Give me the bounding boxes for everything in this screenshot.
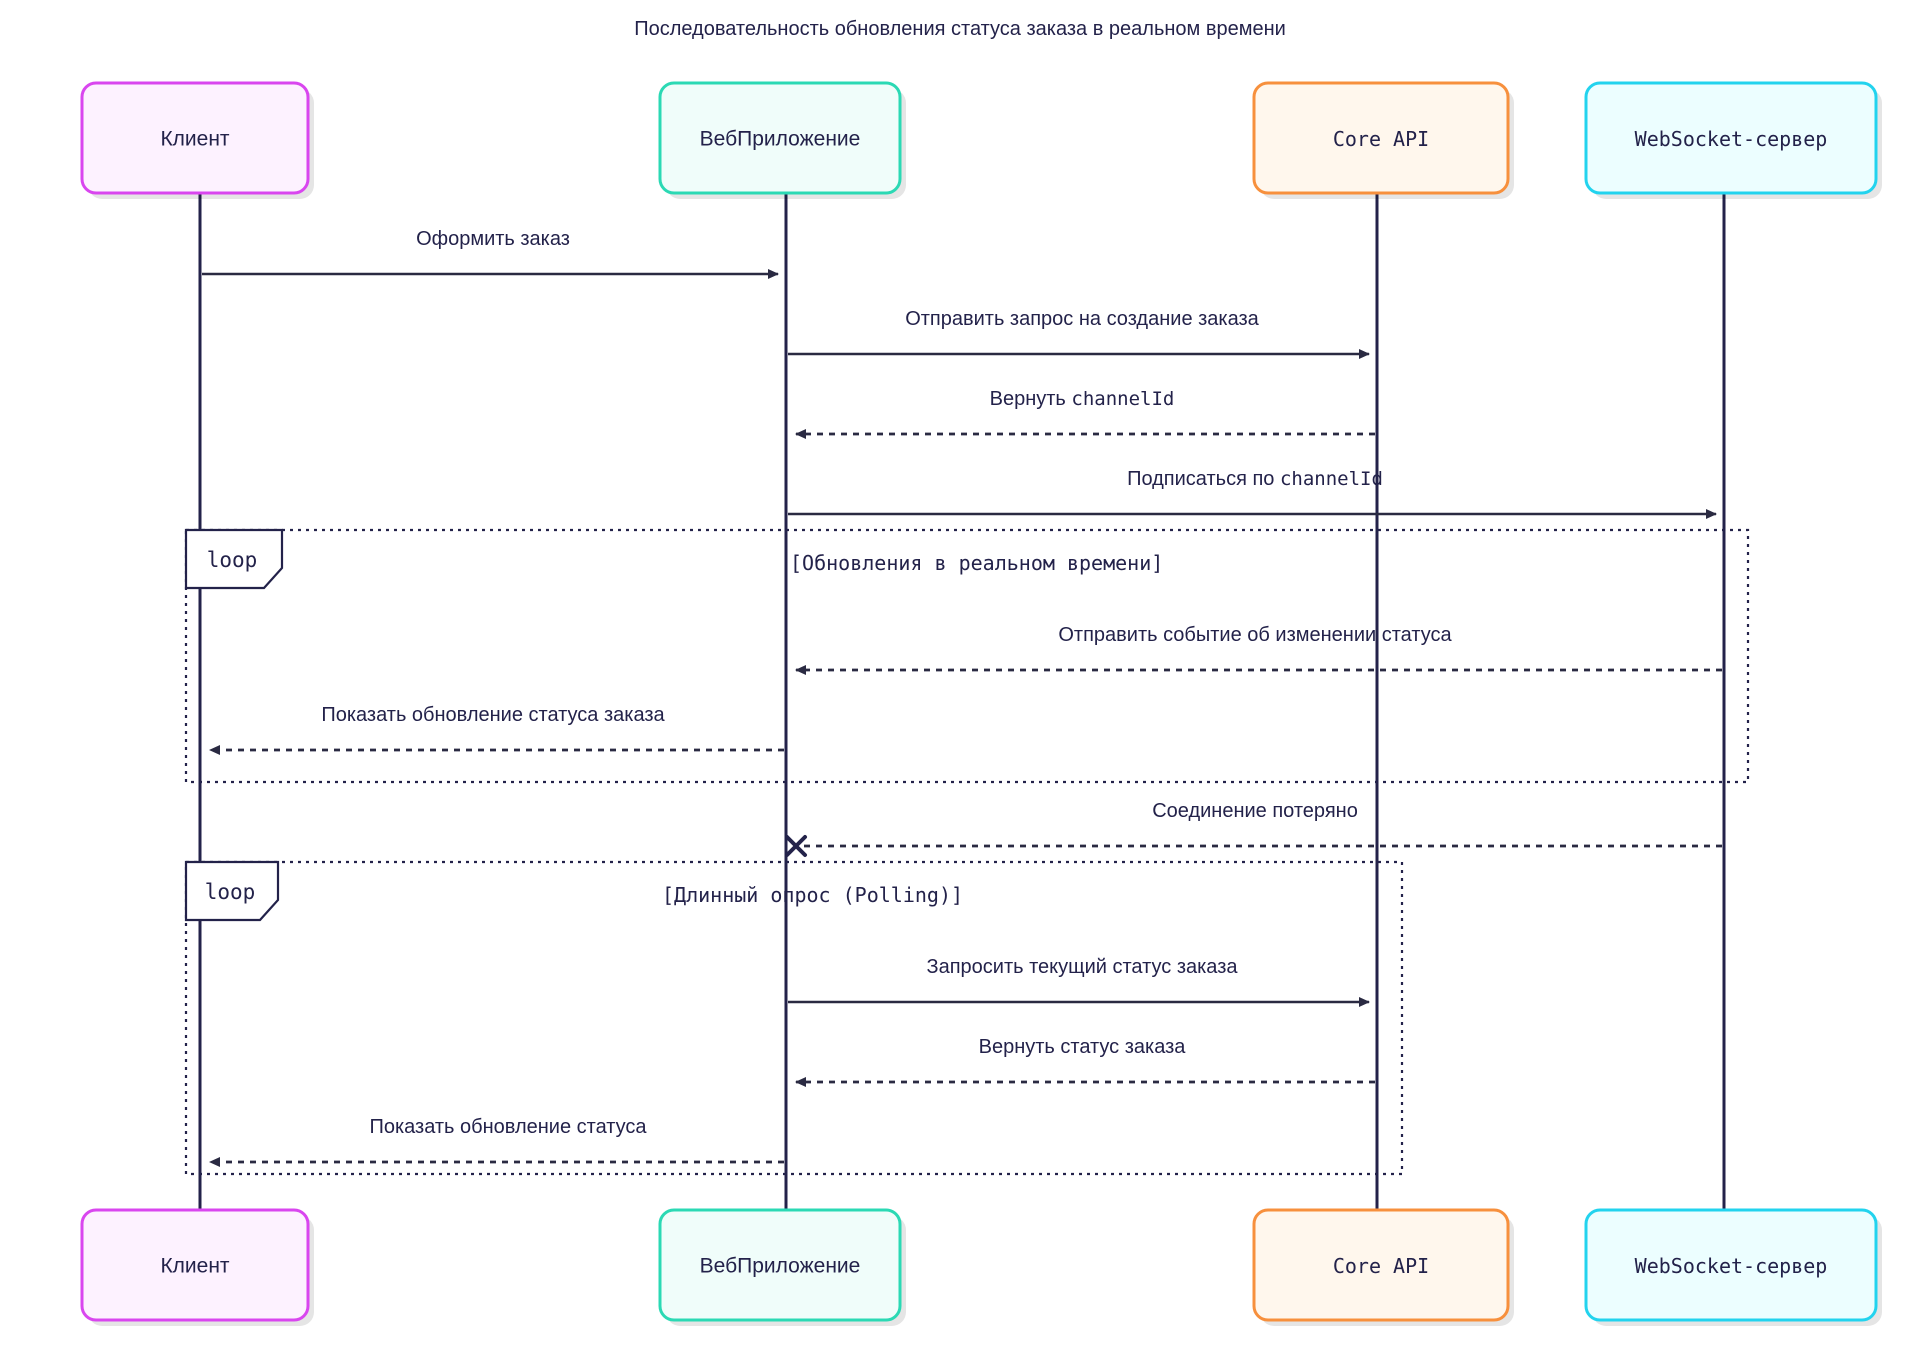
loop-condition-2: [Длинный опрос (Polling)]: [662, 883, 963, 907]
message-vernut-status: Вернуть статус заказа: [795, 1036, 1375, 1087]
message-label: Показать обновление статуса: [369, 1116, 647, 1138]
message-oformit-zakaz: Оформить заказ: [202, 228, 779, 279]
actor-label-coreapi: Core API: [1333, 1254, 1429, 1278]
message-label-text: Подписаться по: [1127, 468, 1280, 490]
message-label: Оформить заказ: [416, 228, 570, 250]
message-label: Вернуть статус заказа: [979, 1036, 1187, 1058]
actor-webapp-top[interactable]: ВебПриложение: [658, 81, 906, 199]
actor-label-coreapi: Core API: [1333, 127, 1429, 151]
message-label: Соединение потеряно: [1152, 800, 1358, 822]
message-label-code: channelId: [1071, 388, 1174, 410]
message-otpravit-zapros: Отправить запрос на создание заказа: [788, 308, 1370, 359]
actor-label-wsserver: WebSocket-сервер: [1635, 1254, 1828, 1278]
page-title: Последовательность обновления статуса за…: [634, 18, 1286, 40]
actor-client-top[interactable]: Клиент: [80, 81, 314, 199]
actor-client-bottom[interactable]: Клиент: [80, 1208, 314, 1326]
loop-block-realtime: loop [Обновления в реальном времени]: [184, 528, 1750, 784]
actor-coreapi-bottom[interactable]: Core API: [1252, 1208, 1514, 1326]
message-pokazat-obnovlenie: Показать обновление статуса: [209, 1116, 784, 1167]
message-label-code: channelId: [1280, 468, 1383, 490]
loop-keyword-2: loop: [205, 880, 256, 904]
actor-webapp-bottom[interactable]: ВебПриложение: [658, 1208, 906, 1326]
message-label: Запросить текущий статус заказа: [927, 956, 1239, 978]
lifelines: [198, 193, 1726, 1212]
loop-keyword-1: loop: [207, 548, 258, 572]
message-otpravit-sobytie: Отправить событие об изменении статуса: [795, 624, 1722, 675]
actor-wsserver-bottom[interactable]: WebSocket-сервер: [1584, 1208, 1882, 1326]
cross-icon: [785, 835, 807, 857]
message-label-text: Вернуть: [990, 388, 1072, 410]
message-vernut-channelid: Вернуть channelId: [795, 388, 1375, 439]
actor-label-client: Клиент: [160, 1255, 229, 1278]
actor-label-webapp: ВебПриложение: [700, 1255, 861, 1278]
message-soedinenie-poteryano: Соединение потеряно: [785, 800, 1722, 857]
actor-label-client: Клиент: [160, 128, 229, 151]
loop-condition-1: [Обновления в реальном времени]: [790, 551, 1163, 575]
loop-block-polling: loop [Длинный опрос (Polling)]: [184, 860, 1404, 1176]
message-pokazat-obnovlenie-zakaza: Показать обновление статуса заказа: [209, 704, 784, 755]
actor-label-wsserver: WebSocket-сервер: [1635, 127, 1828, 151]
actor-coreapi-top[interactable]: Core API: [1252, 81, 1514, 199]
actor-label-webapp: ВебПриложение: [700, 128, 861, 151]
message-podpisatsya-channelid: Подписаться по channelId: [788, 468, 1717, 519]
message-label: Отправить событие об изменении статуса: [1058, 624, 1452, 646]
message-label: Показать обновление статуса заказа: [321, 704, 665, 726]
message-label: Подписаться по channelId: [1127, 468, 1383, 490]
message-label: Отправить запрос на создание заказа: [905, 308, 1259, 330]
message-label: Вернуть channelId: [990, 388, 1175, 410]
actor-wsserver-top[interactable]: WebSocket-сервер: [1584, 81, 1882, 199]
message-zaprosit-status: Запросить текущий статус заказа: [788, 956, 1370, 1007]
